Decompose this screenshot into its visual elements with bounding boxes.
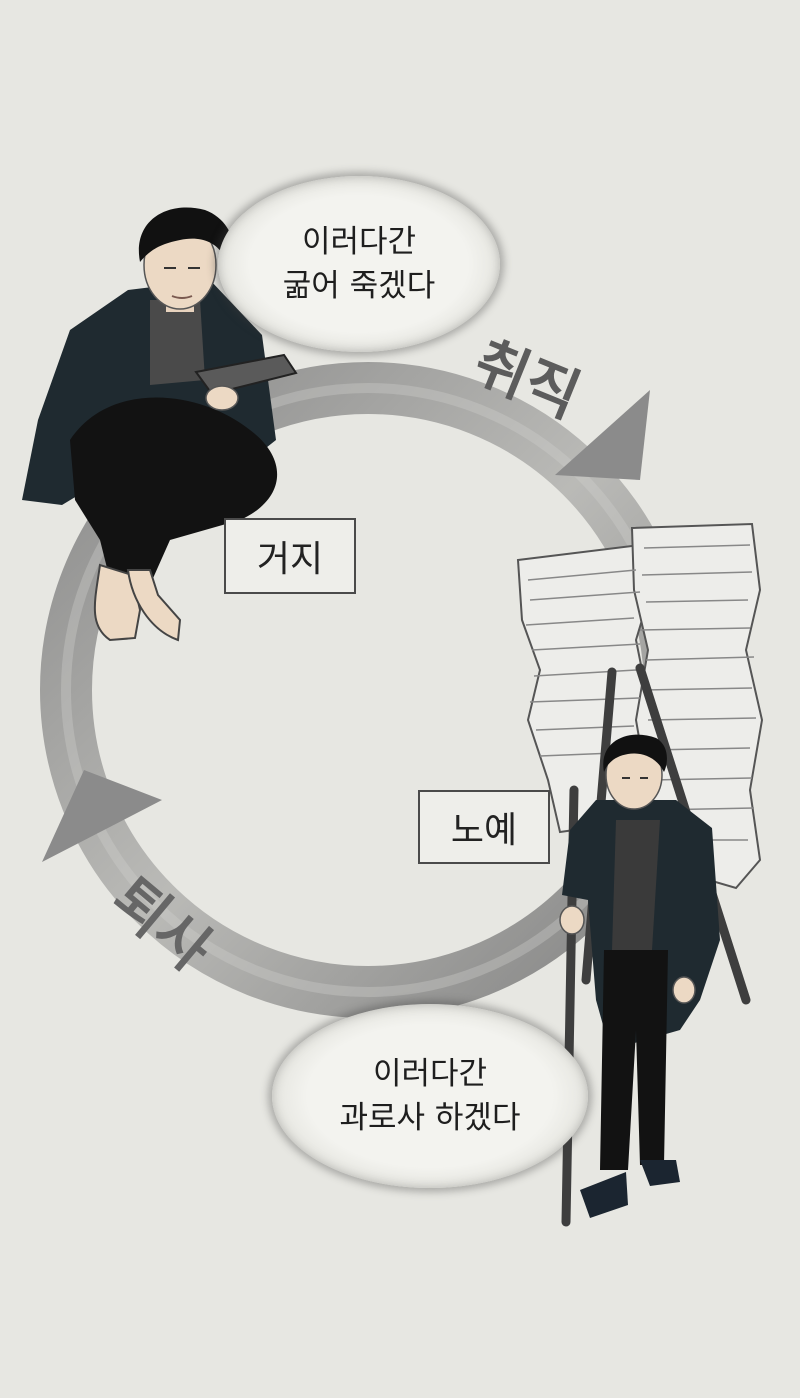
speech-bubble-starving: 이러다간 굶어 죽겠다 — [218, 176, 500, 352]
arrowhead-bottom-left — [42, 770, 162, 862]
seated-man-figure — [22, 207, 298, 642]
speech-bubble-overwork: 이러다간 과로사 하겠다 — [272, 1004, 588, 1188]
state-label-slave: 노예 — [418, 790, 550, 864]
standing-man-figure — [559, 734, 720, 1218]
state-label-beggar: 거지 — [224, 518, 356, 594]
bubble-top-line2: 굶어 죽겠다 — [282, 268, 436, 304]
bubble-bottom-line2: 과로사 하겠다 — [339, 1100, 521, 1136]
bubble-top-line1: 이러다간 — [301, 223, 417, 260]
bubble-bottom-line1: 이러다간 — [372, 1055, 488, 1092]
arrowhead-top-right — [555, 390, 650, 480]
